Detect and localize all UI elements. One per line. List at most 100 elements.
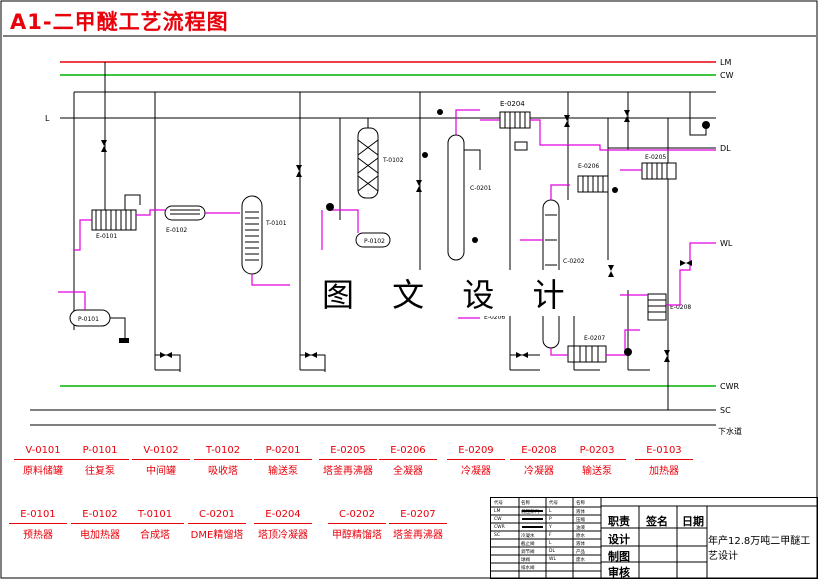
equipment-underline xyxy=(328,523,386,524)
l-label: L xyxy=(45,114,50,123)
tb-design: 设计 xyxy=(608,533,630,546)
legend-header: 名称 xyxy=(576,501,585,506)
equipment-code: V-0102 xyxy=(143,445,179,456)
equipment-underline xyxy=(71,523,129,524)
e0207-tag: E-0207 xyxy=(584,335,605,342)
legend-cell: 液体 xyxy=(576,542,585,547)
legend-cell: L xyxy=(549,541,552,546)
equipment-name: 冷凝器 xyxy=(461,466,491,477)
c0201-dme-column: C-0201 xyxy=(447,134,492,261)
legend-cell: DL xyxy=(549,549,555,554)
equipment-underline xyxy=(132,459,190,460)
equipment-code: E-0103 xyxy=(646,445,682,456)
equipment-code: V-0101 xyxy=(25,445,61,456)
legend-cell: 液体 xyxy=(576,510,585,515)
t0101-tag: T-0101 xyxy=(265,220,287,227)
equipment-code: C-0201 xyxy=(198,509,236,520)
legend-cell: 冷凝水 xyxy=(521,534,535,539)
tb-date: 日期 xyxy=(682,515,704,528)
equipment-underline xyxy=(14,459,72,460)
equipment-name: 全凝器 xyxy=(393,466,423,477)
equipment-code: E-0101 xyxy=(20,509,56,520)
legend-header: 代号 xyxy=(494,501,503,506)
lm-label: LM xyxy=(720,58,731,67)
equipment-name: 吸收塔 xyxy=(208,466,238,477)
equipment-name: 甲醇精馏塔 xyxy=(332,530,382,541)
p0102-pump: P-0102 xyxy=(355,232,391,248)
equipment-code: C-0202 xyxy=(338,509,376,520)
equipment-code: E-0208 xyxy=(521,445,557,456)
equipment-name: DME精馏塔 xyxy=(190,530,244,541)
c0201-tag: C-0201 xyxy=(470,185,492,192)
sc-label: SC xyxy=(720,406,731,415)
equipment-code: E-0207 xyxy=(400,509,436,520)
equipment-code: E-0206 xyxy=(390,445,426,456)
equipment-underline xyxy=(389,523,447,524)
equipment-code: E-0205 xyxy=(330,445,366,456)
legend-cell: 油液 xyxy=(576,526,585,531)
equipment-name: 塔釜再沸器 xyxy=(323,466,373,477)
e0206-condenser: E-0206 xyxy=(577,163,609,193)
t0102-absorber: T-0102 xyxy=(357,127,404,199)
equipment-name: 电加热器 xyxy=(80,530,120,541)
equipment-code: P-0201 xyxy=(265,445,301,456)
equipment-underline xyxy=(254,523,312,524)
legend-header: 代号 xyxy=(549,501,558,506)
legend-cell: P xyxy=(549,517,552,522)
drawing-title: A1-二甲醚工艺流程图 xyxy=(10,10,229,34)
p0101-pump-vessel: P-0101 xyxy=(69,309,111,327)
tb-job: 职责 xyxy=(608,515,630,528)
legend-header: 名称 xyxy=(521,501,530,506)
e0206-tag: E-0206 xyxy=(578,163,599,170)
equipment-code: E-0209 xyxy=(458,445,494,456)
e0102-electric-heater: E-0102 xyxy=(164,205,206,234)
legend-cell: SC xyxy=(494,533,500,538)
p0101-tag: P-0101 xyxy=(78,316,99,323)
wl-label: WL xyxy=(720,239,733,248)
equipment-name: 加热器 xyxy=(649,466,679,477)
equipment-name: 合成塔 xyxy=(140,530,170,541)
equipment-name: 中间罐 xyxy=(146,466,176,477)
legend-cell: 原水 xyxy=(576,534,585,539)
legend-cell: 截止阀 xyxy=(521,542,535,547)
equipment-code: E-0204 xyxy=(265,509,301,520)
legend-cell: LM xyxy=(494,509,501,514)
e0205-reboiler: E-0205 xyxy=(641,154,677,180)
equipment-underline xyxy=(188,523,246,524)
equipment-name: 塔釜再沸器 xyxy=(393,530,443,541)
legend-cell: L xyxy=(549,509,552,514)
equipment-name: 预热器 xyxy=(23,530,53,541)
equipment-name: 往复泵 xyxy=(85,466,115,477)
legend-cell: 废水 xyxy=(576,558,585,563)
e0206b-tag: E-0206 xyxy=(484,314,505,321)
equipment-underline xyxy=(126,523,184,524)
equipment-underline xyxy=(379,459,437,460)
equipment-name: 输送泵 xyxy=(268,466,298,477)
c0202-tag: C-0202 xyxy=(563,258,585,265)
dl-label: DL xyxy=(720,144,731,153)
legend-cell: 球阀 xyxy=(521,558,530,563)
equipment-underline xyxy=(9,523,67,524)
e0102-tag: E-0102 xyxy=(166,227,187,234)
e0207-reboiler: E-0207 xyxy=(567,335,607,363)
equipment-underline xyxy=(447,459,505,460)
equipment-underline xyxy=(635,459,693,460)
equipment-underline xyxy=(71,459,129,460)
drain-label: 下水道 xyxy=(718,426,742,436)
cwr-label: CWR xyxy=(720,382,739,391)
legend-cell: 排水阀 xyxy=(521,566,535,571)
equipment-underline xyxy=(194,459,252,460)
legend-cell: 低压蒸汽 xyxy=(521,510,539,515)
tb-sign: 签名 xyxy=(646,515,668,528)
e0208-tag: E-0208 xyxy=(670,304,691,311)
e0208-condenser: E-0208 xyxy=(647,293,691,321)
equipment-name: 原料储罐 xyxy=(23,466,63,477)
title-block-grid xyxy=(491,498,817,578)
legend-cell: 调节阀 xyxy=(521,550,535,555)
tb-check: 审核 xyxy=(608,566,630,579)
legend-cell: CWR xyxy=(494,525,505,530)
equipment-underline xyxy=(254,459,312,460)
equipment-underline xyxy=(510,459,568,460)
